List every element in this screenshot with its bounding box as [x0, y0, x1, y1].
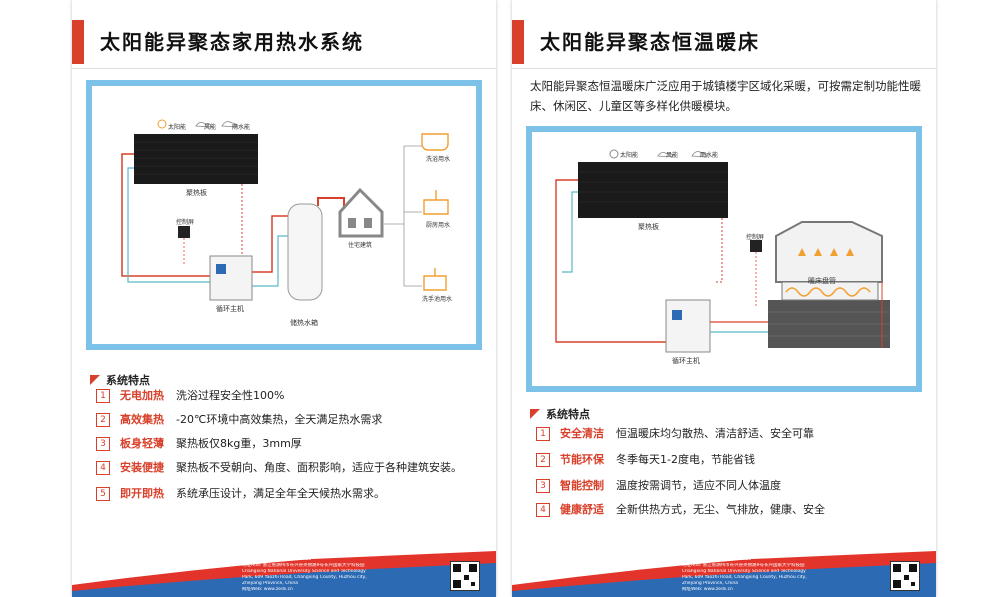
page-footer: 技术服务热线Tel: 0572-6523950 地址Add: 浙江省湖州市长兴县…	[512, 549, 936, 597]
diagram-drawing	[555, 149, 890, 353]
left-page: 太阳能异聚态家用热水系统	[72, 0, 496, 597]
output-label-kitchen: 厨房用水	[426, 222, 451, 229]
right-page: 太阳能异聚态恒温暖床 太阳能异聚态恒温暖床广泛应用于城镇楼宇区域化采暖，可按需定…	[512, 0, 936, 597]
controller-label: 控制屏	[176, 219, 195, 226]
collector-panel	[134, 134, 258, 184]
title-underline	[512, 68, 936, 69]
triangle-icon	[90, 375, 100, 385]
host-label: 循环主机	[216, 305, 244, 313]
circulation-host	[209, 255, 253, 301]
triangle-icon	[530, 409, 540, 419]
weather-label-wind: 风能	[666, 152, 679, 159]
collector-label: 聚热板	[638, 223, 659, 231]
sun-icon	[609, 149, 619, 159]
weather-label-rain: 雨水能	[700, 152, 719, 159]
house-label: 住宅建筑	[348, 242, 373, 249]
system-diagram: 太阳能 风能 雨水能 聚热板 控制屏 循环主机 储热水箱 住宅建筑 洗浴用水 厨…	[86, 80, 482, 350]
tank-label: 储热水箱	[290, 319, 318, 327]
house-icon	[338, 187, 384, 238]
title-underline	[72, 68, 496, 69]
page-title: 太阳能异聚态家用热水系统	[100, 30, 364, 54]
page-title: 太阳能异聚态恒温暖床	[540, 30, 760, 54]
heating-coil	[785, 287, 871, 297]
rain-cloud-icon	[221, 121, 238, 128]
host-label: 循环主机	[672, 357, 700, 365]
bed-coil-label: 暖床盘管	[808, 277, 836, 285]
weather-label-rain: 雨水能	[232, 124, 251, 131]
title-accent	[512, 20, 524, 64]
water-tank	[287, 203, 323, 301]
controller-label: 控制屏	[746, 234, 765, 241]
weather-label-wind: 风能	[204, 124, 217, 131]
controller-screen	[178, 226, 190, 238]
right-title-bar: 太阳能异聚态恒温暖床	[512, 20, 936, 69]
qr-code-icon	[450, 561, 480, 591]
rain-cloud-icon	[691, 151, 708, 158]
output-label-bath: 洗浴用水	[426, 156, 451, 163]
footer-contact: 技术服务热线Tel: 0572-6523950 地址Add: 浙江省湖州市长兴县…	[682, 557, 807, 592]
features-heading: 系统特点	[530, 406, 590, 422]
left-title-bar: 太阳能异聚态家用热水系统	[72, 20, 496, 69]
page-footer: 技术服务热线Tel: 0572-6523950 地址Add: 浙江省湖州市长兴县…	[72, 549, 496, 597]
wash-basin-icon	[423, 268, 447, 291]
wind-icon	[657, 152, 674, 158]
bed-diagram: 太阳能 风能 雨水能 聚热板 控制屏 循环主机 暖床盘管	[526, 126, 922, 392]
title-accent	[72, 20, 84, 64]
output-label-basin: 洗手池用水	[422, 296, 453, 303]
footer-contact: 技术服务热线Tel: 0572-6523950 地址Add: 浙江省湖州市长兴县…	[242, 557, 367, 592]
diagram-drawing	[121, 119, 449, 301]
intro-paragraph: 太阳能异聚态恒温暖床广泛应用于城镇楼宇区域化采暖，可按需定制功能性暖床、休闲区、…	[530, 79, 921, 113]
weather-label-sun: 太阳能	[168, 124, 187, 131]
bed-headboard	[775, 221, 883, 283]
collector-label: 聚热板	[186, 189, 207, 197]
collector-panel	[578, 162, 728, 218]
sun-icon	[157, 119, 167, 129]
controller-screen	[750, 240, 762, 252]
circulation-host	[665, 299, 711, 353]
wind-icon	[195, 122, 212, 128]
kitchen-sink-icon	[423, 190, 449, 215]
features-heading: 系统特点	[90, 372, 150, 388]
weather-label-sun: 太阳能	[620, 152, 639, 159]
bathtub-icon	[421, 133, 449, 151]
qr-code-icon	[890, 561, 920, 591]
